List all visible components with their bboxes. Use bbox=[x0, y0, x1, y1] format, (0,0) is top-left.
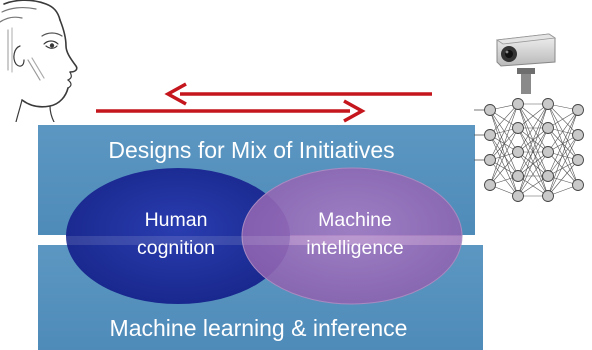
network-edge bbox=[489, 103, 519, 186]
human-cognition-line-2: cognition bbox=[136, 237, 216, 259]
network-node bbox=[512, 146, 524, 158]
network-node bbox=[542, 122, 554, 134]
network-node bbox=[512, 190, 524, 202]
network-node bbox=[484, 154, 496, 166]
network-node bbox=[484, 179, 496, 191]
network-node bbox=[512, 170, 524, 182]
network-edge bbox=[489, 109, 519, 153]
designs-layer-title: Designs for Mix of Initiatives bbox=[108, 137, 395, 163]
network-node bbox=[512, 122, 524, 134]
human-cognition-ellipse bbox=[66, 168, 290, 304]
network-edge bbox=[489, 109, 519, 177]
network-edge bbox=[547, 109, 579, 153]
network-edge bbox=[547, 103, 579, 186]
network-node bbox=[542, 170, 554, 182]
network-edge bbox=[517, 103, 549, 153]
machine-intelligence-line-1: Machine bbox=[318, 209, 392, 231]
network-edge bbox=[489, 127, 519, 186]
network-node bbox=[542, 98, 554, 110]
network-edge bbox=[489, 103, 519, 136]
network-edge bbox=[547, 134, 579, 197]
network-edge bbox=[547, 109, 579, 177]
network-edge bbox=[547, 127, 579, 161]
network-edge bbox=[517, 127, 549, 197]
network-edge bbox=[489, 151, 519, 186]
network-edge bbox=[547, 103, 579, 161]
neural-network-icon bbox=[474, 98, 584, 202]
network-edge bbox=[517, 175, 549, 197]
network-edge bbox=[517, 103, 549, 129]
network-edge bbox=[547, 159, 579, 197]
machine-intelligence-label: Machine intelligence bbox=[280, 206, 430, 262]
network-edge bbox=[517, 127, 549, 177]
network-edge bbox=[517, 103, 549, 197]
network-edge bbox=[547, 151, 579, 186]
network-edge bbox=[547, 103, 579, 136]
security-camera-icon bbox=[495, 33, 557, 94]
network-edge bbox=[489, 109, 519, 197]
network-node bbox=[542, 190, 554, 202]
network-node bbox=[572, 104, 584, 116]
layer-gap-highlight bbox=[60, 236, 480, 245]
network-edge bbox=[547, 134, 579, 177]
network-edge bbox=[517, 103, 549, 177]
network-node bbox=[484, 104, 496, 116]
network-edge bbox=[517, 151, 549, 177]
network-edge bbox=[547, 109, 579, 197]
network-node bbox=[542, 146, 554, 158]
network-node bbox=[484, 129, 496, 141]
machine-intelligence-line-2: intelligence bbox=[306, 237, 404, 259]
network-node bbox=[572, 179, 584, 191]
network-node bbox=[512, 98, 524, 110]
network-node bbox=[572, 154, 584, 166]
network-edge bbox=[489, 134, 519, 177]
network-edge bbox=[489, 134, 519, 197]
arrow-to-human-icon bbox=[164, 82, 432, 106]
network-edge bbox=[547, 127, 579, 186]
arrow-to-machine-icon bbox=[96, 99, 366, 123]
human-face-sketch-icon bbox=[0, 0, 78, 122]
human-cognition-line-1: Human bbox=[144, 209, 208, 231]
network-edge bbox=[517, 151, 549, 197]
network-edge bbox=[489, 159, 519, 197]
network-edges bbox=[489, 103, 579, 197]
network-node bbox=[572, 129, 584, 141]
machine-intelligence-ellipse bbox=[241, 167, 463, 305]
human-cognition-label: Human cognition bbox=[101, 206, 251, 262]
machine-learning-layer-title: Machine learning & inference bbox=[109, 315, 408, 341]
network-edge bbox=[489, 103, 519, 161]
